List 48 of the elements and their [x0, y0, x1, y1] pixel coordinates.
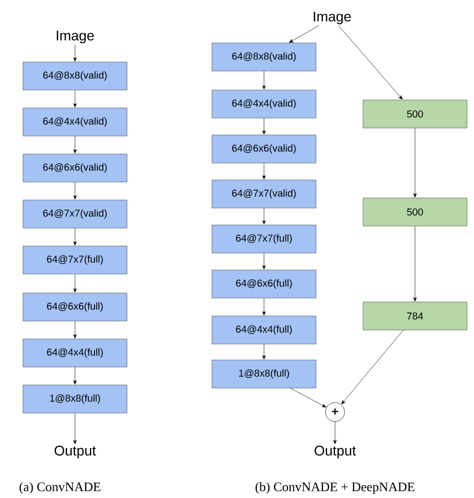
arrow	[341, 330, 404, 404]
arrow	[262, 163, 266, 180]
layer-box: 500	[362, 100, 468, 128]
arrow	[413, 226, 417, 302]
layer-box: 64@4x4(full)	[22, 338, 128, 368]
text-label: Image	[56, 30, 94, 44]
text-label: Output	[54, 446, 96, 458]
arrow	[73, 413, 77, 444]
text-label: Image	[314, 12, 351, 24]
arrow	[73, 274, 77, 292]
arrow	[333, 422, 337, 444]
arrow	[73, 136, 77, 154]
arrow	[262, 208, 266, 224]
layer-box: 500	[362, 198, 468, 226]
layer-box: 64@4x4(valid)	[22, 108, 128, 136]
layer-box: 64@7x7(full)	[212, 224, 316, 254]
text-label: Output	[314, 446, 356, 458]
arrow	[338, 25, 403, 100]
layer-box: 64@4x4(valid)	[212, 90, 316, 118]
layer-box: 64@6x6(full)	[212, 270, 316, 298]
arrow	[73, 182, 77, 200]
layer-box: 64@8x8(valid)	[212, 42, 316, 72]
layer-box: 64@6x6(valid)	[212, 134, 316, 164]
arrow	[262, 118, 266, 134]
arrow	[262, 71, 266, 90]
layer-box: 64@7x7(valid)	[22, 200, 128, 228]
arrow	[73, 228, 77, 246]
arrow	[290, 388, 326, 408]
layer-box: 64@7x7(full)	[22, 246, 128, 274]
layer-box: 1@8x8(full)	[212, 360, 316, 388]
arrow	[73, 367, 77, 384]
arrow	[413, 128, 417, 198]
layer-box: 64@6x6(full)	[22, 292, 128, 322]
layer-box: 64@8x8(valid)	[22, 62, 128, 90]
arrow	[262, 298, 266, 316]
layer-box: 64@7x7(valid)	[212, 180, 316, 208]
arrow	[73, 321, 77, 338]
layer-box: 784	[362, 302, 468, 330]
caption: (b) ConvNADE + DeepNADE	[256, 482, 414, 494]
arrow	[262, 344, 266, 360]
arrow	[73, 90, 77, 108]
layer-box: 64@6x6(valid)	[22, 154, 128, 182]
arrow	[73, 44, 77, 62]
layer-box: 64@4x4(full)	[212, 316, 316, 344]
arrow	[262, 253, 266, 270]
layer-box: 1@8x8(full)	[22, 384, 128, 414]
arrow	[289, 25, 320, 43]
caption: (a) ConvNADE	[20, 482, 100, 494]
